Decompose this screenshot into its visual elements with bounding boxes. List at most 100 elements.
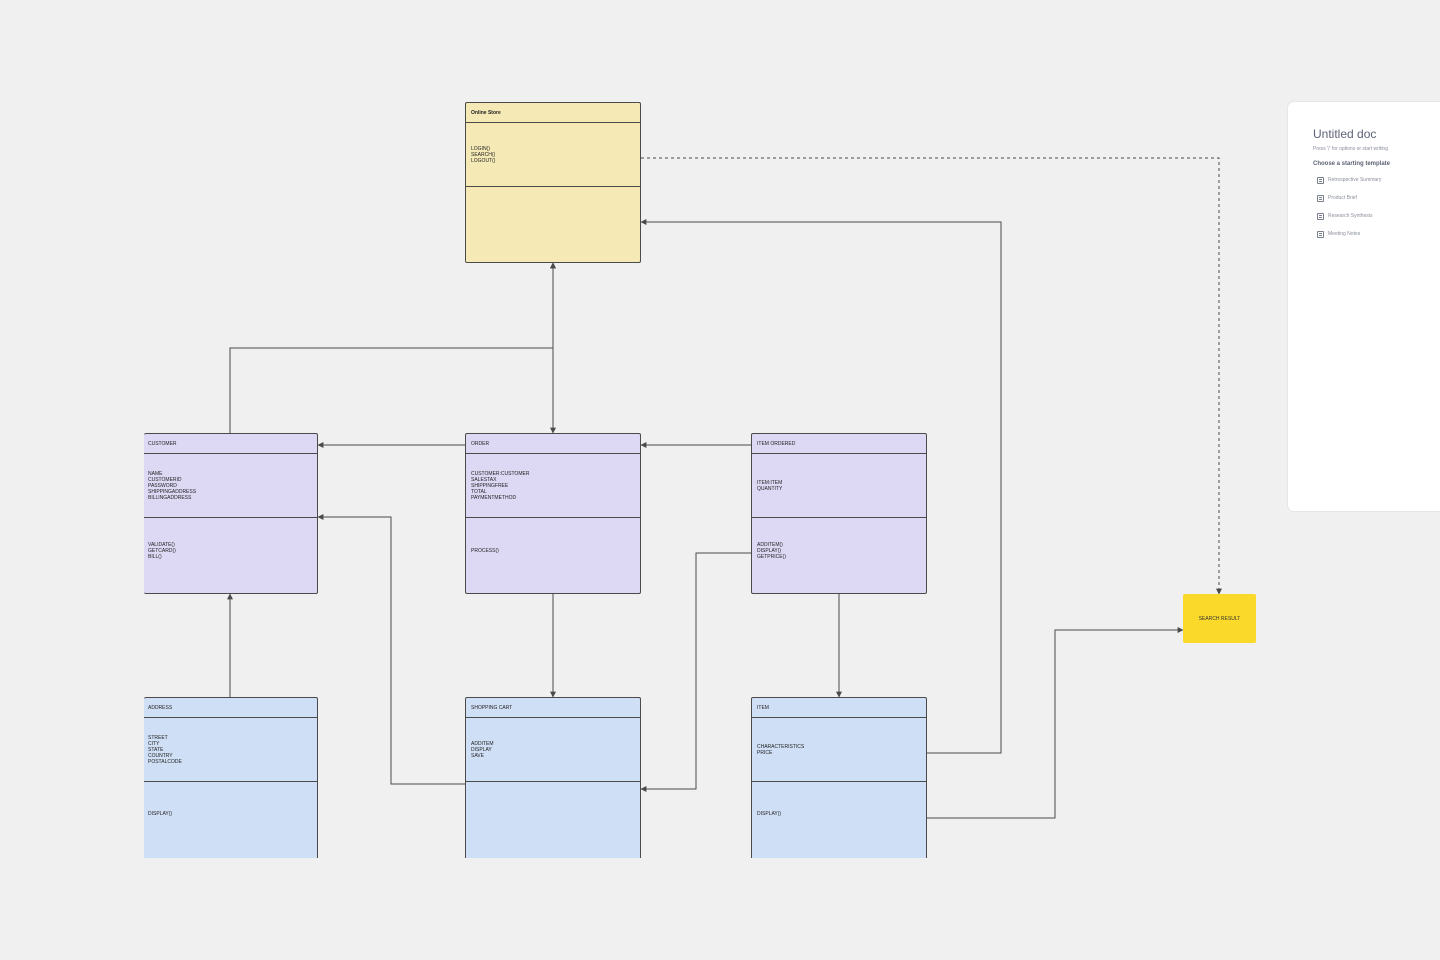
- connector-cart-to-customer[interactable]: [317, 514, 465, 785]
- operation-line: PROCESS(): [471, 548, 499, 554]
- doc-title[interactable]: Untitled doc: [1313, 127, 1377, 141]
- document-icon: [1317, 212, 1324, 220]
- attribute-line: CUSTOMER:CUSTOMER: [471, 471, 530, 477]
- connector-item-to-search-result[interactable]: [927, 627, 1184, 819]
- class-title: Online Store: [471, 110, 501, 116]
- attribute-line: SHIPPINGADDRESS: [148, 489, 197, 495]
- template-label: Retrospective Summary: [1328, 177, 1382, 183]
- class-title: ITEM ORDERED: [757, 441, 796, 447]
- attribute-line: CHARACTERISTICS: [757, 744, 805, 750]
- attribute-line: SAVE: [471, 753, 484, 759]
- attribute-line: TOTAL: [471, 489, 487, 495]
- class-operations: DISPLAY(): [144, 782, 317, 858]
- class-header: ITEM ORDERED: [752, 434, 926, 454]
- attribute-list: LOGIN()SEARCH()LOGOUT(): [471, 146, 495, 164]
- attribute-line: DISPLAY: [471, 747, 492, 753]
- operation-line: ADDITEM(): [757, 542, 783, 548]
- attribute-line: LOGIN(): [471, 146, 490, 152]
- class-title: ADDRESS: [148, 705, 173, 711]
- connector-store-to-search-result-dashed[interactable]: [641, 157, 1222, 595]
- document-icon: [1317, 194, 1324, 202]
- class-operations: [466, 782, 640, 858]
- operation-list: VALIDATE()GETCARD()BILL(): [148, 542, 176, 560]
- attribute-line: CITY: [148, 741, 160, 747]
- class-operations: PROCESS(): [466, 518, 640, 593]
- attribute-line: SALESTAX: [471, 477, 497, 483]
- template-label: Research Synthesis: [1328, 213, 1373, 219]
- attribute-line: BILLINGADDRESS: [148, 495, 192, 501]
- template-item-meeting-notes[interactable]: Meeting Notes: [1317, 229, 1360, 239]
- doc-hint: Press '/' for options or start writing: [1313, 146, 1388, 152]
- connector-itemordered-to-cart[interactable]: [640, 552, 751, 792]
- class-attributes: LOGIN()SEARCH()LOGOUT(): [466, 123, 640, 187]
- class-title: CUSTOMER: [148, 441, 177, 447]
- class-online-store[interactable]: Online Store LOGIN()SEARCH()LOGOUT(): [465, 102, 641, 263]
- attribute-line: LOGOUT(): [471, 158, 496, 164]
- attribute-line: CUSTOMERID: [148, 477, 182, 483]
- attribute-line: QUANTITY: [757, 486, 783, 492]
- operation-line: GETCARD(): [148, 548, 176, 554]
- operation-list: ADDITEM()DISPLAY()GETPRICE(): [757, 542, 786, 560]
- document-icon: [1317, 230, 1324, 238]
- class-operations: ADDITEM()DISPLAY()GETPRICE(): [752, 518, 926, 593]
- operation-line: GETPRICE(): [757, 554, 786, 560]
- connector-customer-to-store[interactable]: [229, 262, 556, 433]
- sticky-note-search-result[interactable]: SEARCH RESULT: [1183, 594, 1256, 643]
- template-label: Meeting Notes: [1328, 231, 1361, 237]
- attribute-line: COUNTRY: [148, 753, 173, 759]
- operation-line: VALIDATE(): [148, 542, 175, 548]
- attribute-line: SHIPPINGFREE: [471, 483, 509, 489]
- class-header: ORDER: [466, 434, 640, 454]
- doc-panel[interactable]: Untitled doc Press '/' for options or st…: [1288, 102, 1440, 511]
- template-heading: Choose a starting template: [1313, 161, 1391, 167]
- template-item-product-brief[interactable]: Product Brief: [1317, 193, 1357, 203]
- operation-line: DISPLAY(): [757, 811, 782, 817]
- sticky-note-label: SEARCH RESULT: [1198, 615, 1241, 622]
- attribute-line: PRICE: [757, 750, 773, 756]
- template-label: Product Brief: [1328, 195, 1357, 201]
- operation-line: DISPLAY(): [757, 548, 782, 554]
- operation-line: BILL(): [148, 554, 162, 560]
- template-item-retrospective-summary[interactable]: Retrospective Summary: [1317, 175, 1381, 185]
- operation-list: DISPLAY(): [148, 811, 172, 817]
- attribute-line: ITEM:ITEM: [757, 480, 783, 486]
- class-header: SHOPPING CART: [466, 698, 640, 718]
- attribute-line: POSTALCODE: [148, 759, 182, 765]
- class-header: ITEM: [752, 698, 926, 718]
- attribute-line: STREET: [148, 735, 168, 741]
- class-header: ADDRESS: [144, 698, 317, 718]
- attribute-line: STATE: [148, 747, 164, 753]
- operation-list: DISPLAY(): [757, 811, 781, 817]
- connector-item-to-store[interactable]: [640, 219, 1002, 754]
- document-icon: [1317, 176, 1324, 184]
- attribute-line: NAME: [148, 471, 163, 477]
- operation-list: PROCESS(): [471, 548, 499, 554]
- class-header: CUSTOMER: [144, 434, 317, 454]
- template-item-research-synthesis[interactable]: Research Synthesis: [1317, 211, 1372, 221]
- attribute-line: SEARCH(): [471, 152, 496, 158]
- attribute-line: PAYMENTMETHOD: [471, 495, 517, 501]
- class-operations: [466, 187, 640, 262]
- attribute-line: PASSWORD: [148, 483, 177, 489]
- class-title: ORDER: [471, 441, 490, 447]
